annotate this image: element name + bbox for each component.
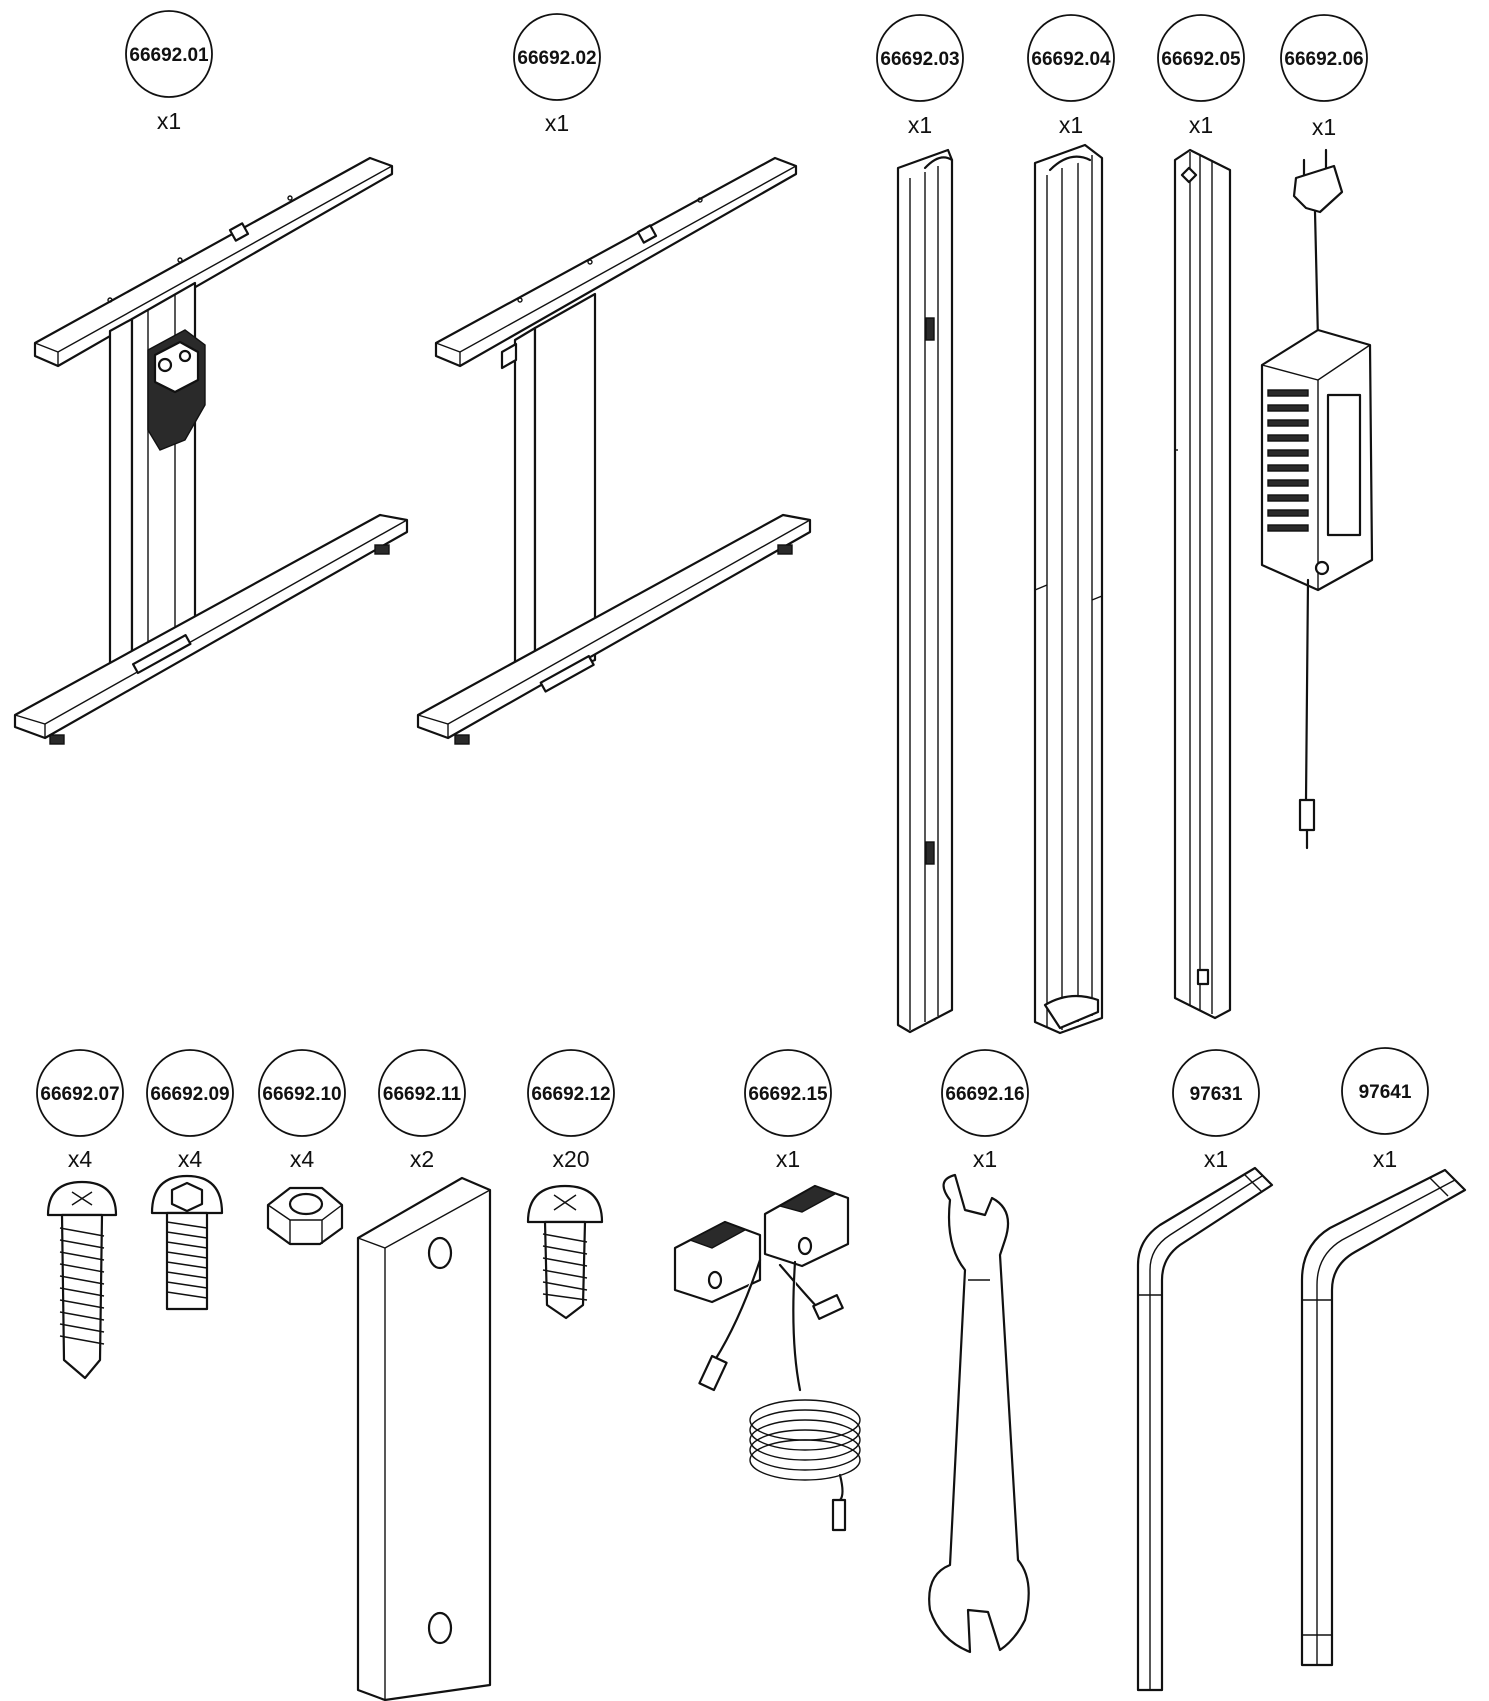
hex-nut-icon: [266, 1186, 344, 1246]
part-quantity: x1: [545, 110, 569, 136]
part-quantity: x1: [1189, 112, 1213, 138]
part-number: 66692.03: [880, 49, 959, 70]
part-number: 97641: [1359, 1082, 1412, 1103]
part-quantity: x1: [908, 112, 932, 138]
part-quantity: x2: [410, 1146, 434, 1172]
column-profile-icon: [896, 148, 954, 1034]
part-number: 66692.11: [383, 1084, 462, 1105]
table-leg-icon: [416, 156, 812, 745]
part-quantity: x1: [1059, 112, 1083, 138]
part-quantity: x1: [1373, 1146, 1397, 1172]
part-quantity: x20: [552, 1146, 589, 1172]
part-quantity: x4: [68, 1146, 93, 1172]
label-66692-01: 66692.01 x1: [125, 10, 213, 134]
label-66692-02: 66692.02 x1: [513, 13, 601, 136]
label-97631: 97631 x1: [1172, 1049, 1260, 1172]
label-66692-07: 66692.07 x4: [36, 1049, 124, 1172]
part-quantity: x1: [157, 108, 181, 134]
part-number: 66692.07: [40, 1084, 119, 1105]
part-number: 66692.16: [945, 1084, 1024, 1105]
label-66692-04: 66692.04 x1: [1027, 14, 1115, 138]
part-number: 66692.05: [1161, 49, 1241, 70]
label-66692-06: 66692.06 x1: [1280, 14, 1368, 140]
label-66692-05: 66692.05 x1: [1157, 14, 1245, 138]
label-66692-09: 66692.09 x4: [146, 1049, 234, 1172]
part-number: 97631: [1190, 1084, 1243, 1105]
cover-profile-icon: [1033, 143, 1104, 1035]
label-66692-11: 66692.11 x2: [378, 1049, 466, 1172]
allen-key-large-icon: [1300, 1168, 1467, 1667]
label-66692-12: 66692.12 x20: [527, 1049, 615, 1172]
part-number: 66692.09: [150, 1084, 229, 1105]
part-quantity: x1: [776, 1146, 800, 1172]
power-supply-icon: [1260, 148, 1374, 850]
part-quantity: x1: [973, 1146, 997, 1172]
connector-plate-icon: [356, 1176, 492, 1701]
long-screw-icon: [46, 1180, 118, 1380]
short-screw-icon: [526, 1184, 604, 1320]
label-97641: 97641 x1: [1341, 1047, 1429, 1172]
table-leg-with-motor-icon: [13, 156, 409, 745]
label-66692-15: 66692.15 x1: [744, 1049, 832, 1172]
allen-key-small-icon: [1136, 1166, 1274, 1692]
part-number: 66692.12: [531, 1084, 610, 1105]
part-quantity: x1: [1204, 1146, 1228, 1172]
control-switch-icon: [673, 1184, 861, 1532]
part-number: 66692.06: [1284, 49, 1363, 70]
part-number: 66692.02: [517, 48, 596, 69]
label-66692-16: 66692.16 x1: [941, 1049, 1029, 1172]
part-number: 66692.10: [262, 1084, 341, 1105]
hex-socket-bolt-icon: [150, 1174, 224, 1311]
label-66692-03: 66692.03 x1: [876, 14, 964, 138]
part-quantity: x4: [290, 1146, 315, 1172]
part-quantity: x1: [1312, 114, 1336, 140]
part-number: 66692.04: [1031, 49, 1111, 70]
part-quantity: x4: [178, 1146, 203, 1172]
part-number: 66692.15: [748, 1084, 828, 1105]
rail-profile-icon: [1173, 148, 1232, 1020]
wrench-icon: [928, 1173, 1030, 1654]
part-number: 66692.01: [129, 45, 209, 66]
label-66692-10: 66692.10 x4: [258, 1049, 346, 1172]
